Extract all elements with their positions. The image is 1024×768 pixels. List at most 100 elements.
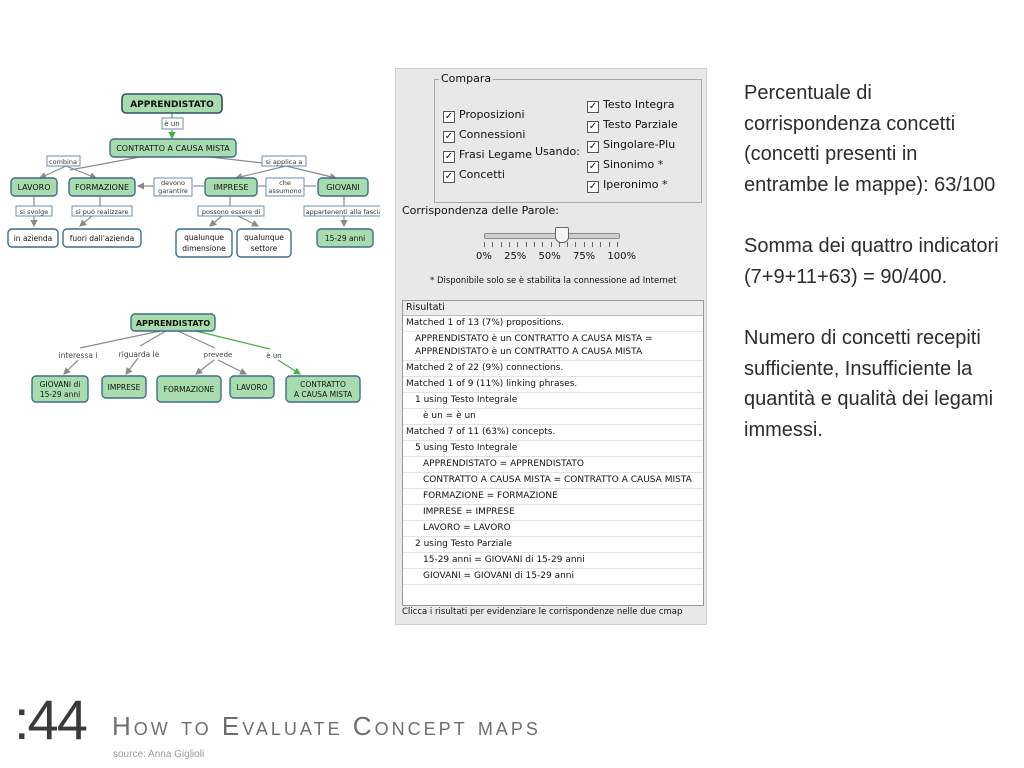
node-giovani-di-15-29-anni[interactable]: GIOVANI di 15-29 anni xyxy=(31,375,89,403)
svg-text:IMPRESE: IMPRESE xyxy=(108,383,141,392)
svg-text:APPRENDISTATO: APPRENDISTATO xyxy=(130,100,214,110)
checkbox-singolare-plurale[interactable]: ✓Singolare-Plu xyxy=(587,138,676,153)
commentary-percentage: Percentuale di corrispondenza concetti (… xyxy=(744,82,996,196)
svg-text:in azienda: in azienda xyxy=(14,234,53,243)
svg-text:15-29 anni: 15-29 anni xyxy=(325,234,365,243)
node-15-29-anni[interactable]: 15-29 anni xyxy=(316,228,374,248)
link-label-e-un[interactable]: è un xyxy=(161,117,184,130)
slide-source: source: Anna Giglioli xyxy=(113,749,205,760)
result-row[interactable]: 5 using Testo Integrale xyxy=(403,441,703,457)
svg-text:qualunque: qualunque xyxy=(244,233,284,242)
link-label-e-un-2[interactable]: è un xyxy=(266,352,281,360)
node-formazione[interactable]: FORMAZIONE xyxy=(68,177,136,197)
checkbox-connessioni[interactable]: ✓Connessioni xyxy=(443,128,526,143)
result-row[interactable]: è un = è un xyxy=(403,409,703,425)
svg-text:CONTRATTO: CONTRATTO xyxy=(300,380,346,389)
svg-text:CONTRATTO A CAUSA MISTA: CONTRATTO A CAUSA MISTA xyxy=(116,144,230,153)
svg-text:è un: è un xyxy=(164,120,179,128)
checkbox-frasi-legame[interactable]: ✓Frasi Legame xyxy=(443,148,532,163)
check-icon: ✓ xyxy=(443,171,455,183)
node-apprendistato[interactable]: APPRENDISTATO xyxy=(121,93,223,114)
link-label-interessa-i[interactable]: interessa i xyxy=(59,351,98,360)
svg-text:FORMAZIONE: FORMAZIONE xyxy=(164,385,215,394)
svg-text:LAVORO: LAVORO xyxy=(17,183,50,192)
usando-label: Usando: xyxy=(535,145,580,158)
node-lavoro[interactable]: LAVORO xyxy=(10,177,58,197)
node-apprendistato-2[interactable]: APPRENDISTATO xyxy=(130,313,216,332)
link-label-si-puo-realizzare[interactable]: si può realizzare xyxy=(71,205,133,217)
node-in-azienda[interactable]: in azienda xyxy=(7,228,59,248)
results-header: Risultati xyxy=(403,301,703,316)
link-label-si-applica-a[interactable]: si applica a xyxy=(261,155,307,167)
node-contratto-a-causa-mista-2[interactable]: CONTRATTO A CAUSA MISTA xyxy=(285,375,361,403)
link-label-prevede[interactable]: prevede xyxy=(204,351,233,359)
node-imprese[interactable]: IMPRESE xyxy=(204,177,258,197)
checkbox-testo-integrale[interactable]: ✓Testo Integra xyxy=(587,98,675,113)
word-match-slider[interactable] xyxy=(484,227,620,251)
slider-thumb[interactable] xyxy=(554,227,569,243)
result-row[interactable]: 2 using Testo Parziale xyxy=(403,537,703,553)
result-row[interactable]: FORMAZIONE = FORMAZIONE xyxy=(403,489,703,505)
svg-text:dimensione: dimensione xyxy=(182,244,226,253)
link-label-riguarda-le[interactable]: riguarda le xyxy=(119,350,160,359)
checkbox-proposizioni[interactable]: ✓Proposizioni xyxy=(443,108,525,123)
svg-text:garantire: garantire xyxy=(158,187,188,195)
node-giovani[interactable]: GIOVANI xyxy=(317,177,369,197)
node-qualunque-dimensione[interactable]: qualunque dimensione xyxy=(175,228,233,258)
link-label-possono-essere-di[interactable]: possono essere di xyxy=(197,205,265,217)
result-row[interactable]: Matched 1 of 9 (11%) linking phrases. xyxy=(403,377,703,393)
link-label-che-assumono[interactable]: che assumono xyxy=(265,177,305,197)
checkbox-concetti[interactable]: ✓Concetti xyxy=(443,168,505,183)
result-row[interactable]: 15-29 anni = GIOVANI di 15-29 anni xyxy=(403,553,703,569)
link-label-si-svolge[interactable]: si svolge xyxy=(15,205,53,217)
internet-disclaimer: * Disponibile solo se è stabilita la con… xyxy=(430,276,677,286)
link-label-appartenenti-alla-fascia[interactable]: appartenenti alla fascia xyxy=(303,205,380,217)
result-row[interactable]: IMPRESE = IMPRESE xyxy=(403,505,703,521)
svg-text:FORMAZIONE: FORMAZIONE xyxy=(75,183,129,192)
result-row[interactable]: GIOVANI = GIOVANI di 15-29 anni xyxy=(403,569,703,585)
result-row[interactable]: Matched 2 of 22 (9%) connections. xyxy=(403,361,703,377)
result-row[interactable]: LAVORO = LAVORO xyxy=(403,521,703,537)
check-icon: ✓ xyxy=(587,161,599,173)
check-icon: ✓ xyxy=(443,131,455,143)
svg-text:GIOVANI: GIOVANI xyxy=(326,183,360,192)
node-qualunque-settore[interactable]: qualunque settore xyxy=(236,228,292,258)
check-icon: ✓ xyxy=(587,121,599,133)
svg-text:15-29 anni: 15-29 anni xyxy=(40,390,80,399)
result-row[interactable]: Matched 1 of 13 (7%) propositions. xyxy=(403,316,703,332)
svg-text:si svolge: si svolge xyxy=(20,208,48,216)
commentary-sum: Somma dei quattro indicatori (7+9+11+63)… xyxy=(744,235,999,288)
svg-text:APPRENDISTATO: APPRENDISTATO xyxy=(136,319,210,328)
svg-text:A CAUSA MISTA: A CAUSA MISTA xyxy=(294,390,353,399)
node-formazione-2[interactable]: FORMAZIONE xyxy=(156,375,222,403)
link-label-devono-garantire[interactable]: devono garantire xyxy=(153,177,193,197)
compare-group: Compara ✓Proposizioni ✓Connessioni ✓Fras… xyxy=(434,72,702,203)
check-icon: ✓ xyxy=(587,181,599,193)
commentary-evaluation: Numero di concetti recepiti sufficiente,… xyxy=(744,327,994,441)
slider-tick-labels: 0% 25% 50% 75% 100% xyxy=(476,251,636,262)
commentary: Percentuale di corrispondenza concetti (… xyxy=(744,78,1006,476)
concept-map-student: APPRENDISTATO interessa i riguarda le pr… xyxy=(31,313,361,403)
checkbox-iperonimo[interactable]: ✓Iperonimo * xyxy=(587,178,668,193)
check-icon: ✓ xyxy=(443,111,455,123)
checkbox-testo-parziale[interactable]: ✓Testo Parziale xyxy=(587,118,678,133)
svg-text:settore: settore xyxy=(251,244,278,253)
link-label-combina[interactable]: combina xyxy=(46,155,81,167)
node-fuori-dall-azienda[interactable]: fuori dall'azienda xyxy=(62,228,142,248)
slider-ticks xyxy=(484,242,618,248)
node-imprese-2[interactable]: IMPRESE xyxy=(101,375,147,399)
slide-number: :44 xyxy=(14,688,88,751)
slider-track[interactable] xyxy=(484,233,620,239)
results-list[interactable]: Risultati Matched 1 of 13 (7%) propositi… xyxy=(402,300,704,606)
check-icon: ✓ xyxy=(587,141,599,153)
svg-text:GIOVANI di: GIOVANI di xyxy=(40,380,81,389)
checkbox-sinonimo[interactable]: ✓Sinonimo * xyxy=(587,158,664,173)
result-row[interactable]: APPRENDISTATO è un CONTRATTO A CAUSA MIS… xyxy=(403,332,703,361)
result-row[interactable]: Matched 7 of 11 (63%) concepts. xyxy=(403,425,703,441)
result-row[interactable]: CONTRATTO A CAUSA MISTA = CONTRATTO A CA… xyxy=(403,473,703,489)
result-row[interactable]: APPRENDISTATO = APPRENDISTATO xyxy=(403,457,703,473)
node-contratto-a-causa-mista[interactable]: CONTRATTO A CAUSA MISTA xyxy=(109,138,237,158)
result-row[interactable]: 1 using Testo Integrale xyxy=(403,393,703,409)
svg-text:qualunque: qualunque xyxy=(184,233,224,242)
node-lavoro-2[interactable]: LAVORO xyxy=(229,375,275,399)
